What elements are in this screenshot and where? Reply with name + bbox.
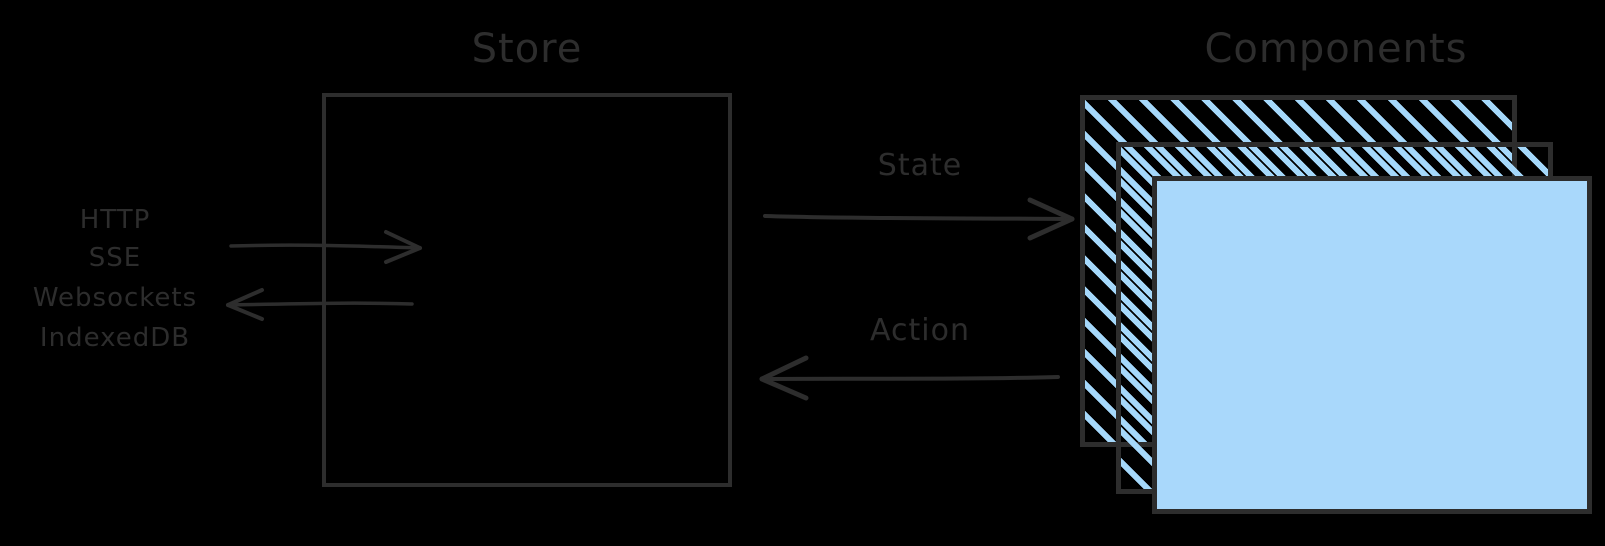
state-flow-label: State: [877, 148, 963, 183]
source-label-http: HTTP: [79, 205, 151, 235]
source-label-sse: SSE: [88, 243, 142, 273]
components-title: Components: [1204, 26, 1468, 72]
source-label-indexeddb: IndexedDB: [39, 323, 191, 353]
arrow-state: [763, 197, 1075, 241]
store-title: Store: [471, 26, 583, 72]
component-card-front[interactable]: [1152, 176, 1592, 514]
arrow-action: [759, 355, 1060, 401]
action-flow-label: Action: [870, 313, 970, 348]
source-label-websockets: Websockets: [32, 283, 198, 313]
store-box: [322, 93, 732, 487]
